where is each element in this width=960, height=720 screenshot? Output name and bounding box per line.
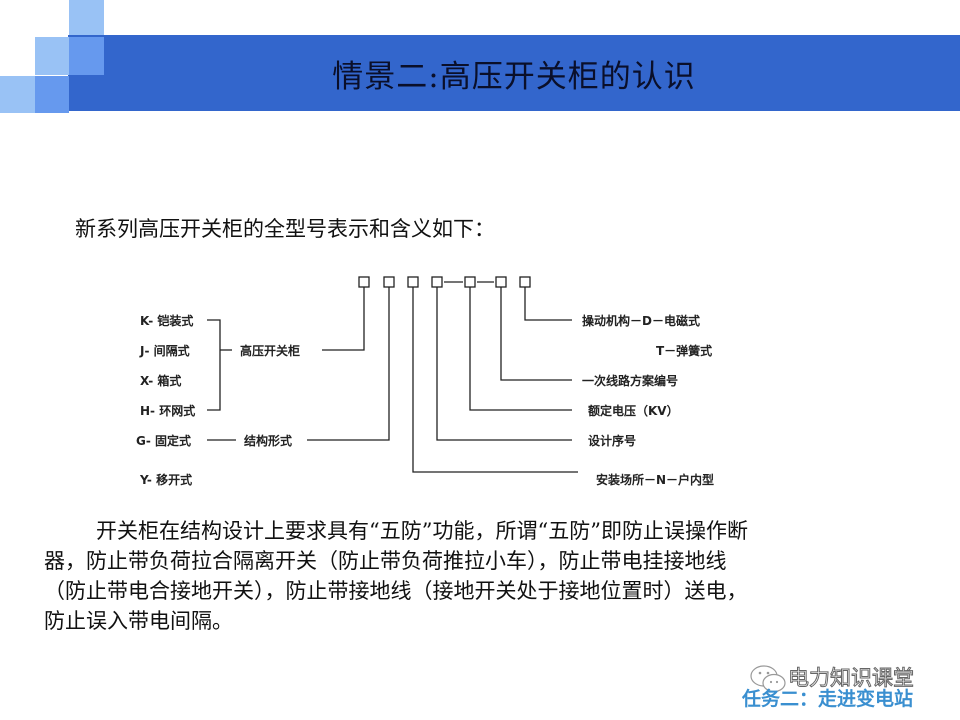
left-label-k: K- 铠装式 [140,314,194,328]
right-label-install: 安装场所－N－户内型 [596,473,715,487]
page-title: 情景二:高压开关柜的认识 [332,58,696,95]
right-label-design: 设计序号 [588,434,637,448]
left-label-y: Y- 移开式 [140,473,193,487]
paragraph-line: （防止带电合接地开关），防止带接地线（接地开关处于接地位置时）送电， [44,579,748,603]
right-label-voltage: 额定电压（KV） [588,404,679,418]
group-label-cabinet: 高压开关柜 [240,344,301,358]
paragraph-line: 防止误入带电间隔。 [44,609,233,633]
right-label-spring: T－弹簧式 [656,344,713,358]
intro-text: 新系列高压开关柜的全型号表示和含义如下： [75,217,495,241]
five-prevention-paragraph: 开关柜在结构设计上要求具有“五防”功能，所谓“五防”即防止误操作断 器，防止带负… [44,516,960,636]
watermark-text: 电力知识课堂 [788,666,915,691]
title-bar [68,35,960,111]
paragraph-line: 器，防止带负荷拉合隔离开关（防止带负荷推拉小车），防止带电挂接地线 [44,549,727,573]
right-label-circuit: 一次线路方案编号 [582,374,679,388]
left-label-x: X- 箱式 [140,374,182,388]
decor-square [35,37,69,75]
left-label-j: J- 间隔式 [140,344,190,358]
right-label-mechanism: 操动机构－D－电磁式 [582,314,700,328]
decor-square [69,37,104,75]
group-label-structure: 结构形式 [244,434,293,448]
decor-square [35,76,69,113]
wechat-icon [750,665,786,693]
paragraph-line: 开关柜在结构设计上要求具有“五防”功能，所谓“五防”即防止误操作断 [96,519,748,543]
left-label-h: H- 环网式 [140,404,196,418]
decor-square [0,76,35,113]
left-label-g: G- 固定式 [136,434,192,448]
decor-square [69,0,104,37]
footer-text: 任务二：走进变电站 [742,688,914,710]
